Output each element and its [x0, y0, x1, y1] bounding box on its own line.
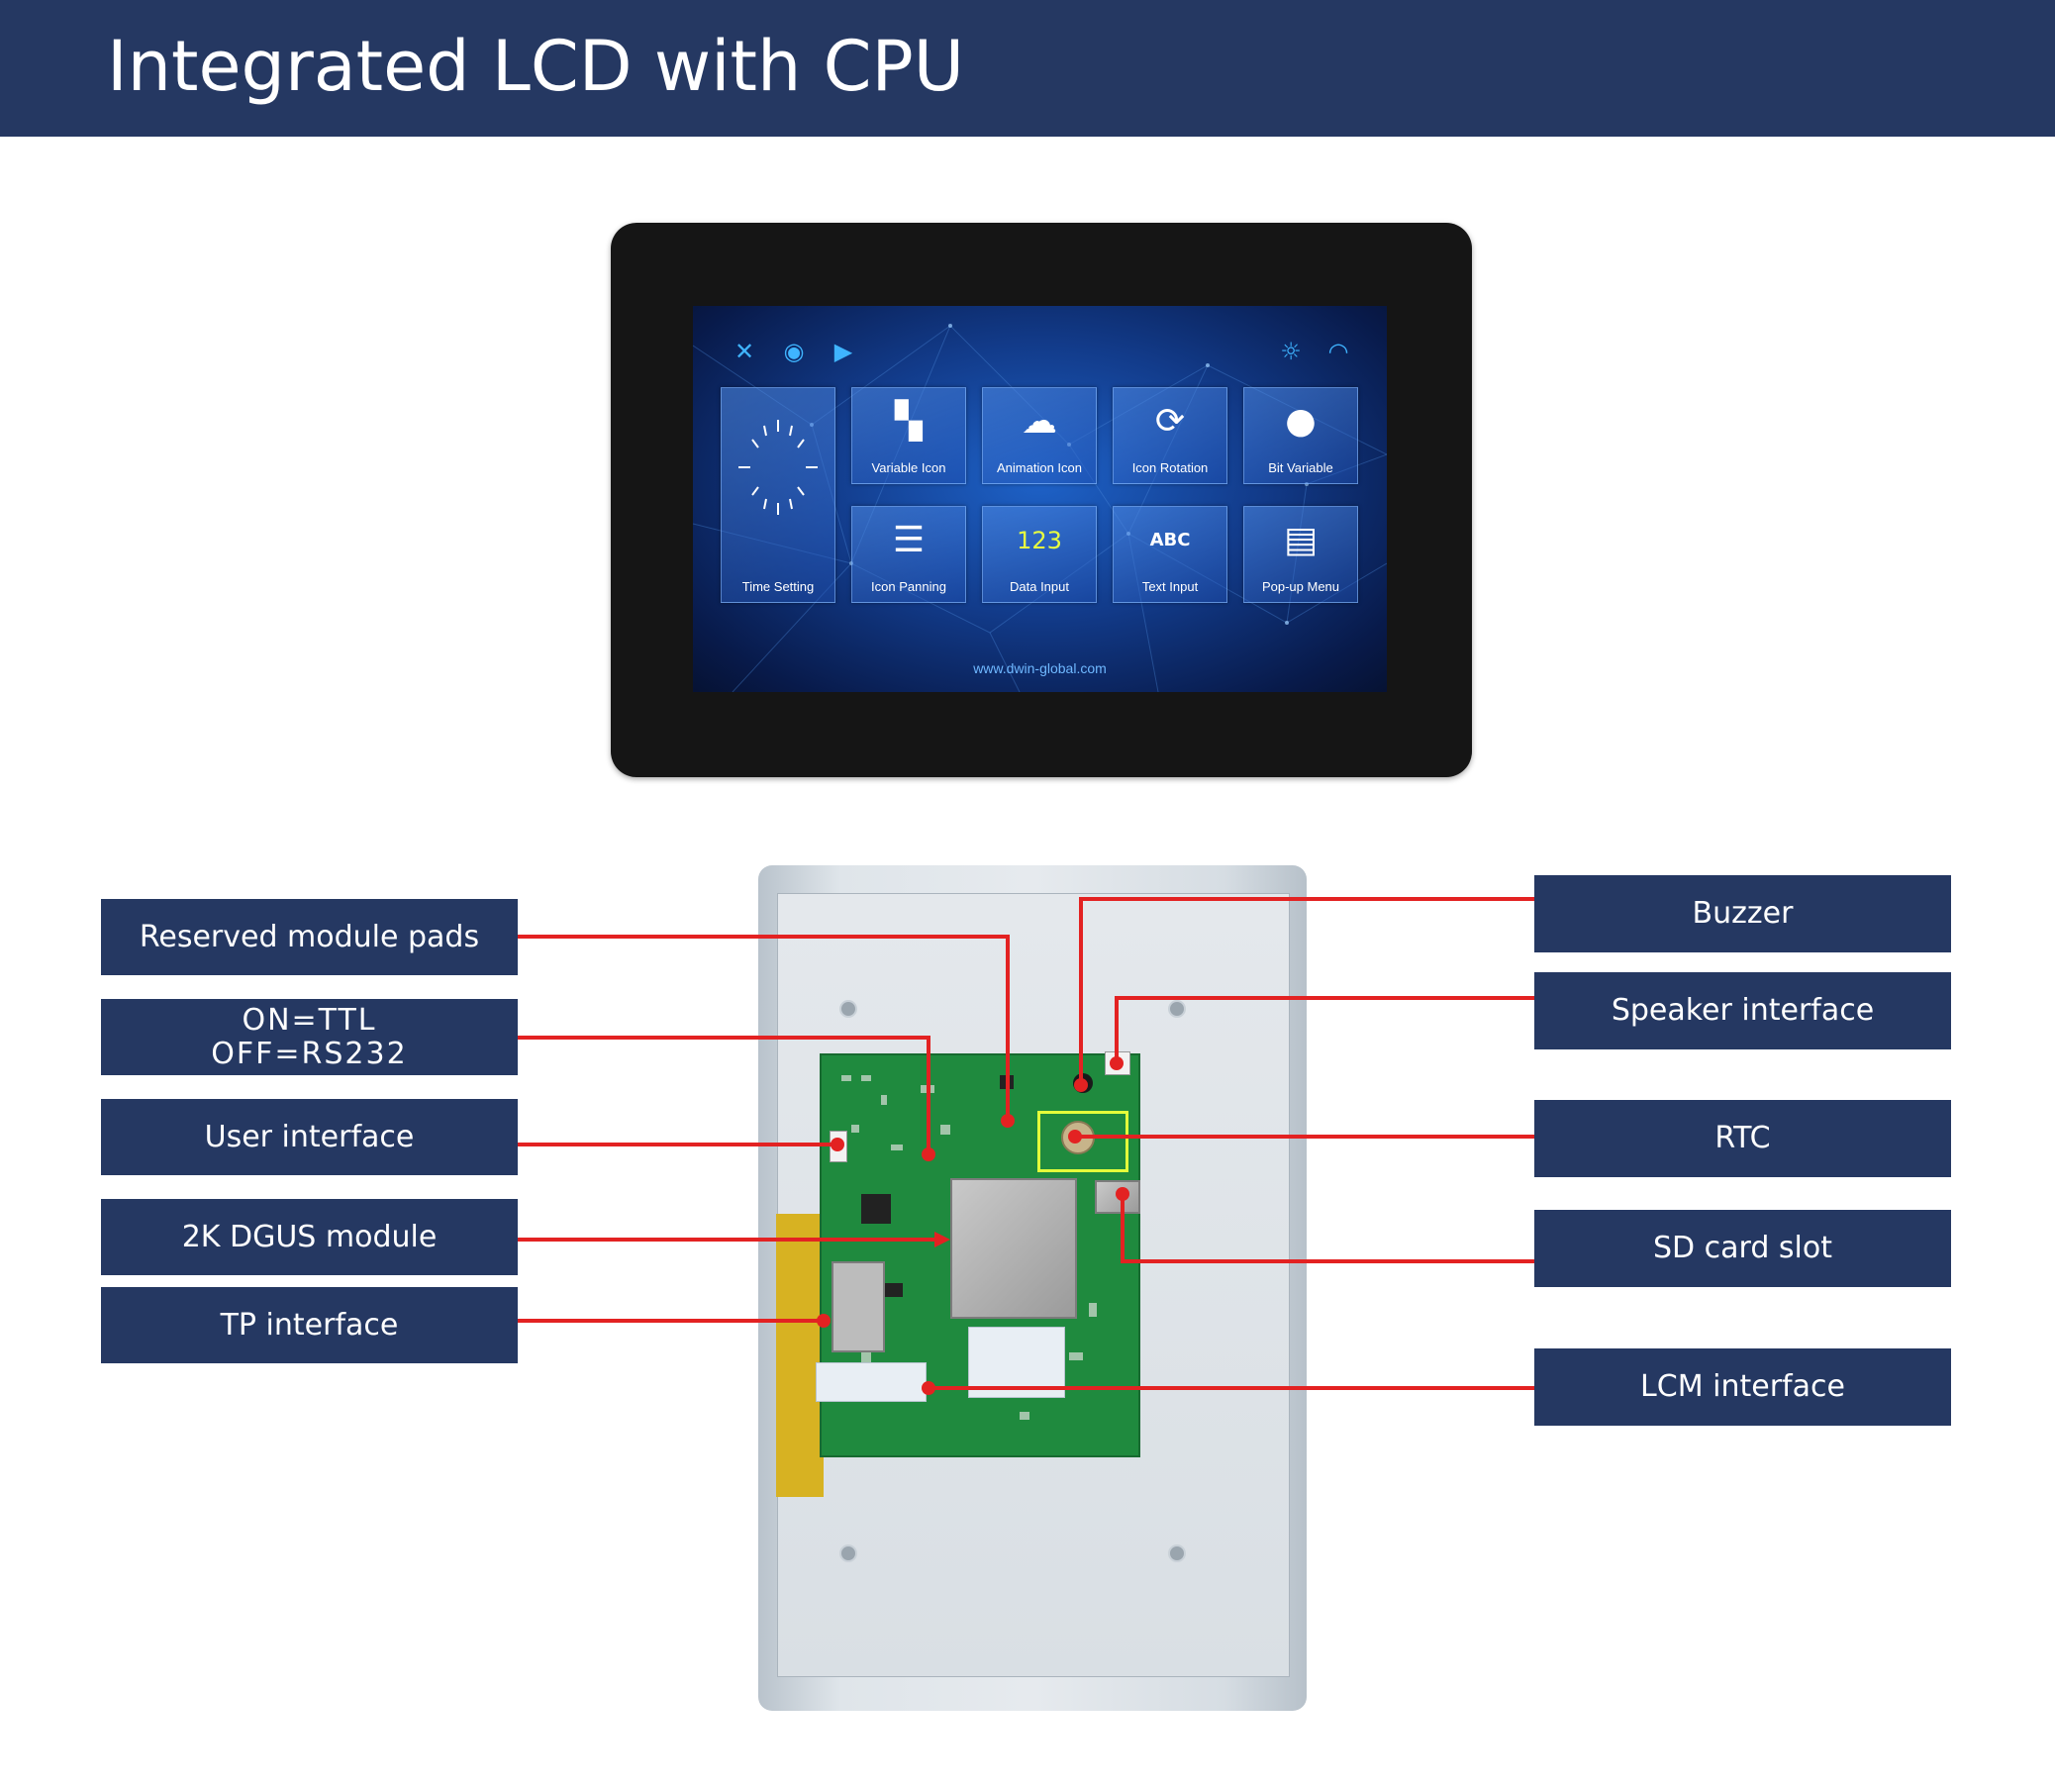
sliders-icon: ☰ [892, 520, 926, 560]
label-text: SD card slot [1652, 1231, 1833, 1265]
label-text: TP interface [220, 1307, 399, 1343]
tile-label: Variable Icon [871, 460, 946, 475]
label-sd-card-slot: SD card slot [1534, 1210, 1951, 1287]
tile-variable-icon[interactable]: ▚ Variable Icon [851, 387, 966, 484]
label-buzzer: Buzzer [1534, 875, 1951, 952]
screw-icon [1168, 1544, 1186, 1562]
tile-text-input[interactable]: ABC Text Input [1113, 506, 1227, 603]
label-text: Speaker interface [1611, 993, 1875, 1028]
tile-label: Time Setting [741, 579, 815, 594]
lcd-monitor-front: ✕ ◉ ▶ ☼ ◠ [611, 223, 1472, 777]
tile-animation-icon[interactable]: ☁ Animation Icon [982, 387, 1097, 484]
grid-icon: ▚ [895, 401, 923, 442]
rtc-highlight [1037, 1111, 1128, 1172]
rotate-icon: ⟳ [1154, 401, 1186, 442]
label-rtc: RTC [1534, 1100, 1951, 1177]
cloud-icon: ☁ [1022, 401, 1057, 442]
label-text: User interface [204, 1119, 415, 1154]
tile-popup-menu[interactable]: ▤ Pop-up Menu [1243, 506, 1358, 603]
lcd-screen: ✕ ◉ ▶ ☼ ◠ [693, 306, 1387, 692]
tile-label: Icon Rotation [1131, 460, 1209, 475]
rtc-battery [1061, 1121, 1095, 1154]
label-user-interface: User interface [101, 1099, 518, 1175]
page-title: Integrated LCD with CPU [107, 26, 964, 107]
lcm-flex-cable [968, 1327, 1065, 1398]
wifi-icon[interactable]: ◠ [1327, 338, 1349, 365]
label-text: ON=TTL OFF=RS232 [211, 1002, 408, 1071]
tile-icon-rotation[interactable]: ⟳ Icon Rotation [1113, 387, 1227, 484]
tp-flex-cable [816, 1362, 927, 1402]
user-interface-connector [830, 1131, 847, 1162]
label-text: LCM interface [1640, 1369, 1845, 1404]
label-text: Buzzer [1692, 896, 1794, 931]
text-abc-icon: ABC [1149, 530, 1191, 550]
tile-label: Bit Variable [1268, 460, 1333, 475]
tp-connector [832, 1261, 885, 1352]
tile-label: Data Input [1010, 579, 1069, 594]
label-2k-dgus-module: 2K DGUS module [101, 1199, 518, 1275]
speaker-connector [1105, 1051, 1130, 1075]
website-url[interactable]: www.dwin-global.com [973, 660, 1107, 676]
label-text: Reserved module pads [139, 919, 480, 954]
tile-label: Icon Panning [871, 579, 946, 594]
tools-icon[interactable]: ✕ [734, 338, 755, 365]
dgus-module-chip [950, 1178, 1077, 1319]
tile-label: Text Input [1141, 579, 1199, 594]
tile-icon-panning[interactable]: ☰ Icon Panning [851, 506, 966, 603]
brightness-icon[interactable]: ☼ [1280, 338, 1302, 365]
header-bar: Integrated LCD with CPU [0, 0, 2055, 137]
sd-card-slot-part [1095, 1180, 1140, 1214]
camera-icon[interactable]: ◉ [783, 338, 805, 365]
numeric-icon: 123 [1017, 527, 1062, 554]
tile-data-input[interactable]: 123 Data Input [982, 506, 1097, 603]
menu-icon: ▤ [1283, 520, 1318, 560]
tile-label: Pop-up Menu [1261, 579, 1340, 594]
lightbulb-icon: ● [1285, 401, 1317, 442]
label-text: 2K DGUS module [181, 1219, 438, 1254]
tile-bit-variable[interactable]: ● Bit Variable [1243, 387, 1358, 484]
tile-time-setting[interactable]: Time Setting [721, 387, 835, 603]
clock-icon [738, 420, 818, 515]
play-icon[interactable]: ▶ [833, 338, 853, 365]
label-ttl-rs232: ON=TTL OFF=RS232 [101, 999, 518, 1075]
label-reserved-module-pads: Reserved module pads [101, 899, 518, 975]
label-lcm-interface: LCM interface [1534, 1348, 1951, 1426]
label-tp-interface: TP interface [101, 1287, 518, 1363]
yellow-tape [776, 1214, 824, 1497]
tile-label: Animation Icon [997, 460, 1082, 475]
label-text: RTC [1714, 1121, 1771, 1155]
label-speaker-interface: Speaker interface [1534, 972, 1951, 1049]
buzzer-part [1073, 1073, 1093, 1093]
screw-icon [839, 1544, 857, 1562]
screw-icon [1168, 1000, 1186, 1018]
screw-icon [839, 1000, 857, 1018]
